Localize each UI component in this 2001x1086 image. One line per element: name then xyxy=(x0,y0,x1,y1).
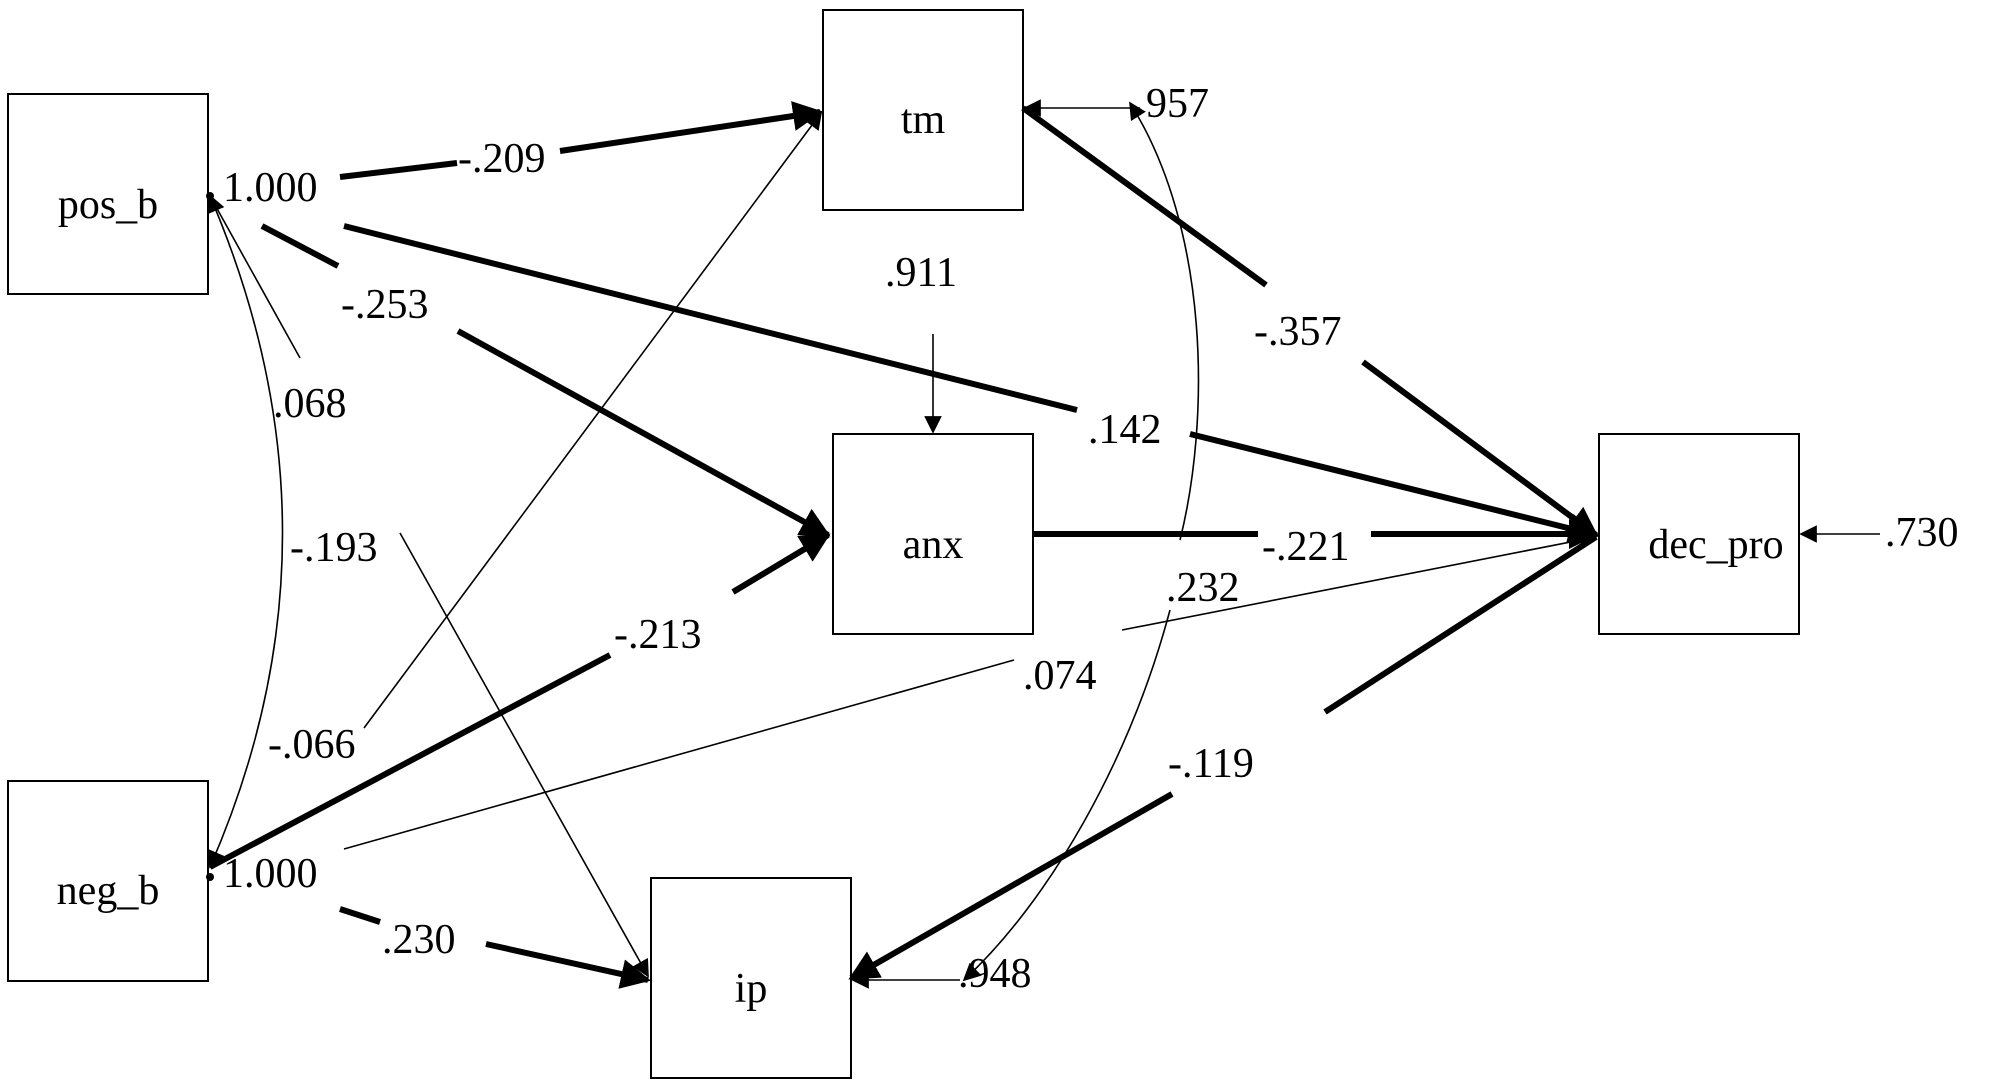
node-box-neg-b xyxy=(7,780,209,982)
coef-tm-ip-cov: .232 xyxy=(1166,565,1240,611)
path-neg-b-to-anx xyxy=(208,535,828,870)
coef-neg-b-to-dec-pro: .074 xyxy=(1023,653,1097,699)
coef-pos-b-to-anx: -.253 xyxy=(341,282,429,328)
node-label-pos-b: pos_b xyxy=(58,182,158,228)
coef-tm-to-dec-pro: -.357 xyxy=(1254,309,1342,355)
path-pos-b-to-tm xyxy=(339,112,820,180)
coef-neg-b-to-ip: .230 xyxy=(382,917,456,963)
node-label-ip: ip xyxy=(735,966,768,1012)
coef-pos-b-neg-b-cov: .068 xyxy=(273,381,347,427)
coef-pos-b-to-ip: -.193 xyxy=(290,525,378,571)
node-box-ip xyxy=(650,877,852,1079)
coef-pos-b-variance: 1.000 xyxy=(223,165,318,211)
origin-dot-pos-b xyxy=(206,192,214,200)
cov-pos-b-neg-b xyxy=(208,194,284,869)
coef-neg-b-to-anx: -.213 xyxy=(614,612,702,658)
origin-dot-neg-b xyxy=(206,873,214,881)
coef-anx-to-dec-pro: -.221 xyxy=(1262,524,1350,570)
path-neg-b-to-dec-pro xyxy=(343,537,1596,850)
path-neg-b-to-ip xyxy=(339,906,648,980)
path-pos-b-to-ip xyxy=(209,195,648,976)
coef-neg-b-to-tm: -.066 xyxy=(268,722,356,768)
coef-tm-residual: 957 xyxy=(1146,81,1209,127)
node-label-dec-pro: dec_pro xyxy=(1648,522,1783,568)
coef-anx-residual: .911 xyxy=(885,250,957,296)
coef-ip-residual: .948 xyxy=(958,951,1032,997)
coef-pos-b-to-tm: -.209 xyxy=(458,136,546,182)
cov-tm-ip xyxy=(964,103,1200,980)
node-label-neg-b: neg_b xyxy=(57,868,160,914)
coef-dec-pro-residual: .730 xyxy=(1885,510,1959,556)
coef-ip-to-dec-pro: -.119 xyxy=(1168,741,1254,787)
coef-neg-b-variance: 1.000 xyxy=(223,851,318,897)
node-label-anx: anx xyxy=(903,522,964,568)
path-neg-b-to-tm xyxy=(363,111,823,729)
node-box-pos-b xyxy=(7,93,209,295)
path-pos-b-to-anx xyxy=(260,223,828,535)
node-label-tm: tm xyxy=(901,97,946,143)
node-box-dec-pro xyxy=(1598,433,1800,635)
coef-pos-b-to-dec-pro: .142 xyxy=(1088,407,1162,453)
